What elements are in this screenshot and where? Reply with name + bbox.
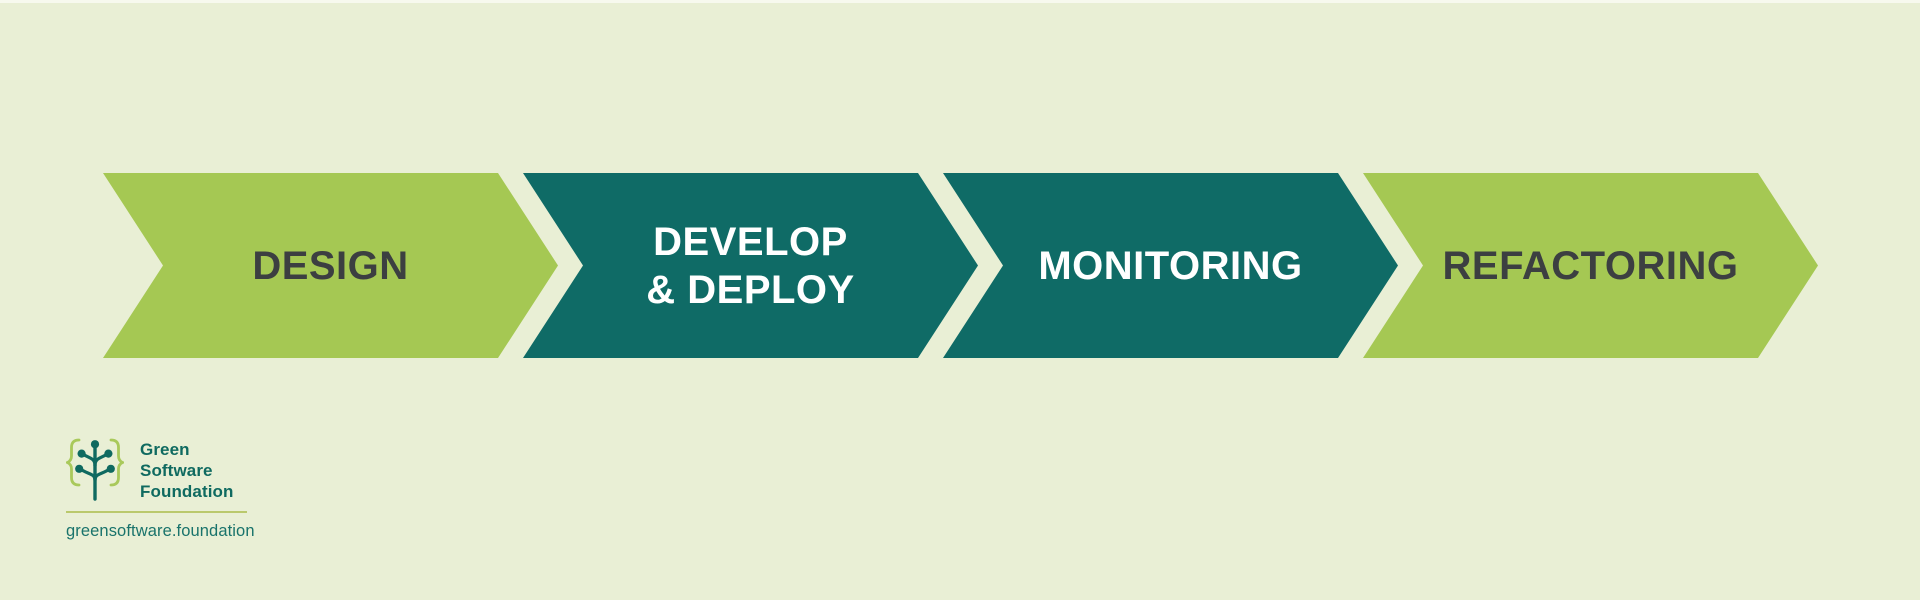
tree-dot-lower-left bbox=[75, 464, 84, 473]
top-edge-strip bbox=[0, 0, 1920, 3]
step-label: MONITORING bbox=[1038, 243, 1303, 288]
step-label: DESIGN bbox=[252, 243, 409, 288]
step-label-line2: & DEPLOY bbox=[646, 267, 855, 312]
step-chevron-refactoring: REFACTORING bbox=[1363, 173, 1818, 358]
logo-website-url: greensoftware.foundation bbox=[66, 522, 255, 540]
logo-wordmark-line: Software bbox=[140, 461, 213, 480]
gsf-logo: Green Software Foundation greensoftware.… bbox=[66, 437, 255, 541]
step-chevron-monitoring: MONITORING bbox=[943, 173, 1398, 358]
logo-wordmark-line: Green bbox=[140, 440, 190, 459]
step-label: REFACTORING bbox=[1442, 243, 1739, 288]
tree-dot-upper-right bbox=[104, 449, 113, 458]
tree-branch-lower-left bbox=[80, 468, 97, 482]
step-chevron-develop-deploy: DEVELOP & DEPLOY bbox=[523, 173, 978, 358]
tree-dot-upper-left bbox=[77, 449, 86, 458]
logo-wordmark: Green Software Foundation bbox=[140, 437, 234, 502]
left-brace bbox=[66, 438, 81, 487]
tree-dot-lower-right bbox=[106, 464, 115, 473]
logo-divider bbox=[66, 511, 247, 513]
step-chevron-design: DESIGN bbox=[103, 173, 558, 358]
right-brace bbox=[109, 438, 124, 487]
tree-branch-lower-right bbox=[93, 468, 110, 482]
step-label: DEVELOP bbox=[653, 219, 848, 264]
tree-dot-top bbox=[90, 440, 100, 449]
tree-branch-upper-right bbox=[93, 453, 108, 468]
logo-wordmark-line: Foundation bbox=[140, 482, 234, 501]
gsf-tree-in-braces-icon bbox=[66, 438, 124, 501]
